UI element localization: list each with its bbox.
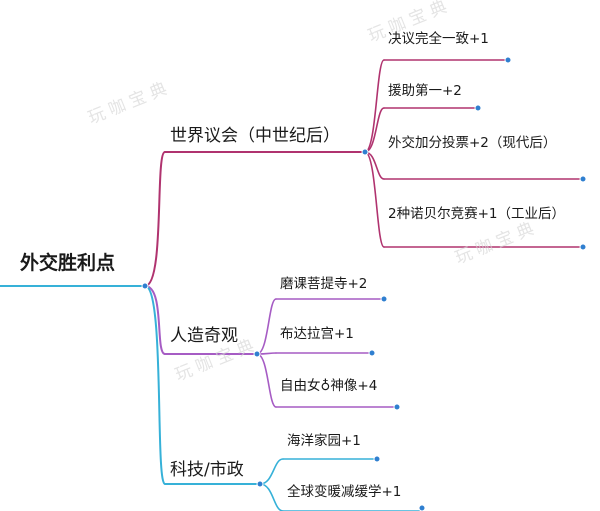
branch-2-leaf-1-node xyxy=(418,504,426,511)
leaf-unanimous-resolution: 决议完全一致+1 xyxy=(388,31,489,47)
root-node xyxy=(141,282,149,290)
leaf-nobel-competition: 2种诺贝尔竞赛+1（工业后） xyxy=(388,205,565,224)
branch-1-curve xyxy=(144,285,166,355)
branch-world-congress-label: 世界议会（中世纪后） xyxy=(170,126,340,146)
branch-2-hub-node xyxy=(256,480,264,488)
branch-0-leaf-2-curve xyxy=(364,151,385,180)
branch-0-leaf-3-curve xyxy=(364,151,385,248)
branch-0-leaf-1-node xyxy=(474,104,482,112)
branch-1-leaf-0-node xyxy=(380,295,388,303)
leaf-aid-first: 援助第一+2 xyxy=(388,83,462,99)
leaf-potala: 布达拉宫+1 xyxy=(280,326,354,342)
leaf-global-warming: 全球变暖减缓学+1 xyxy=(287,484,402,500)
leaf-statue-of-liberty: 自由女♁神像+4 xyxy=(280,378,378,394)
branch-0-curve xyxy=(144,151,166,287)
branch-wonders-label: 人造奇观 xyxy=(170,326,238,346)
branch-2-leaf-0-curve xyxy=(259,458,284,485)
leaf-seasteads: 海洋家园+1 xyxy=(287,433,361,449)
branch-1-leaf-1-node xyxy=(368,349,376,357)
branch-0-leaf-3-node xyxy=(579,243,587,251)
branch-0-leaf-2-node xyxy=(579,175,587,183)
branch-tech-civic-label: 科技/市政 xyxy=(170,460,244,480)
branch-0-leaf-0-node xyxy=(504,56,512,64)
leaf-diplomatic-vote: 外交加分投票+2（现代后） xyxy=(388,135,557,151)
leaf-nobel-competition-text: 2种诺贝尔竞赛+1（工业后） xyxy=(388,206,565,222)
branch-1-leaf-2-node xyxy=(393,403,401,411)
branch-2-leaf-1-curve xyxy=(259,483,284,511)
branch-0-leaf-0-curve xyxy=(364,59,385,153)
branch-2-curve xyxy=(144,285,166,485)
branch-2-leaf-0-node xyxy=(373,455,381,463)
branch-1-leaf-2-curve xyxy=(256,353,277,408)
leaf-mahabodhi: 磨课菩提寺+2 xyxy=(280,276,368,292)
root-node-label: 外交胜利点 xyxy=(20,252,116,274)
branch-1-leaf-0-curve xyxy=(256,298,277,355)
branch-1-hub-node xyxy=(253,350,261,358)
branch-0-hub-node xyxy=(361,148,369,156)
